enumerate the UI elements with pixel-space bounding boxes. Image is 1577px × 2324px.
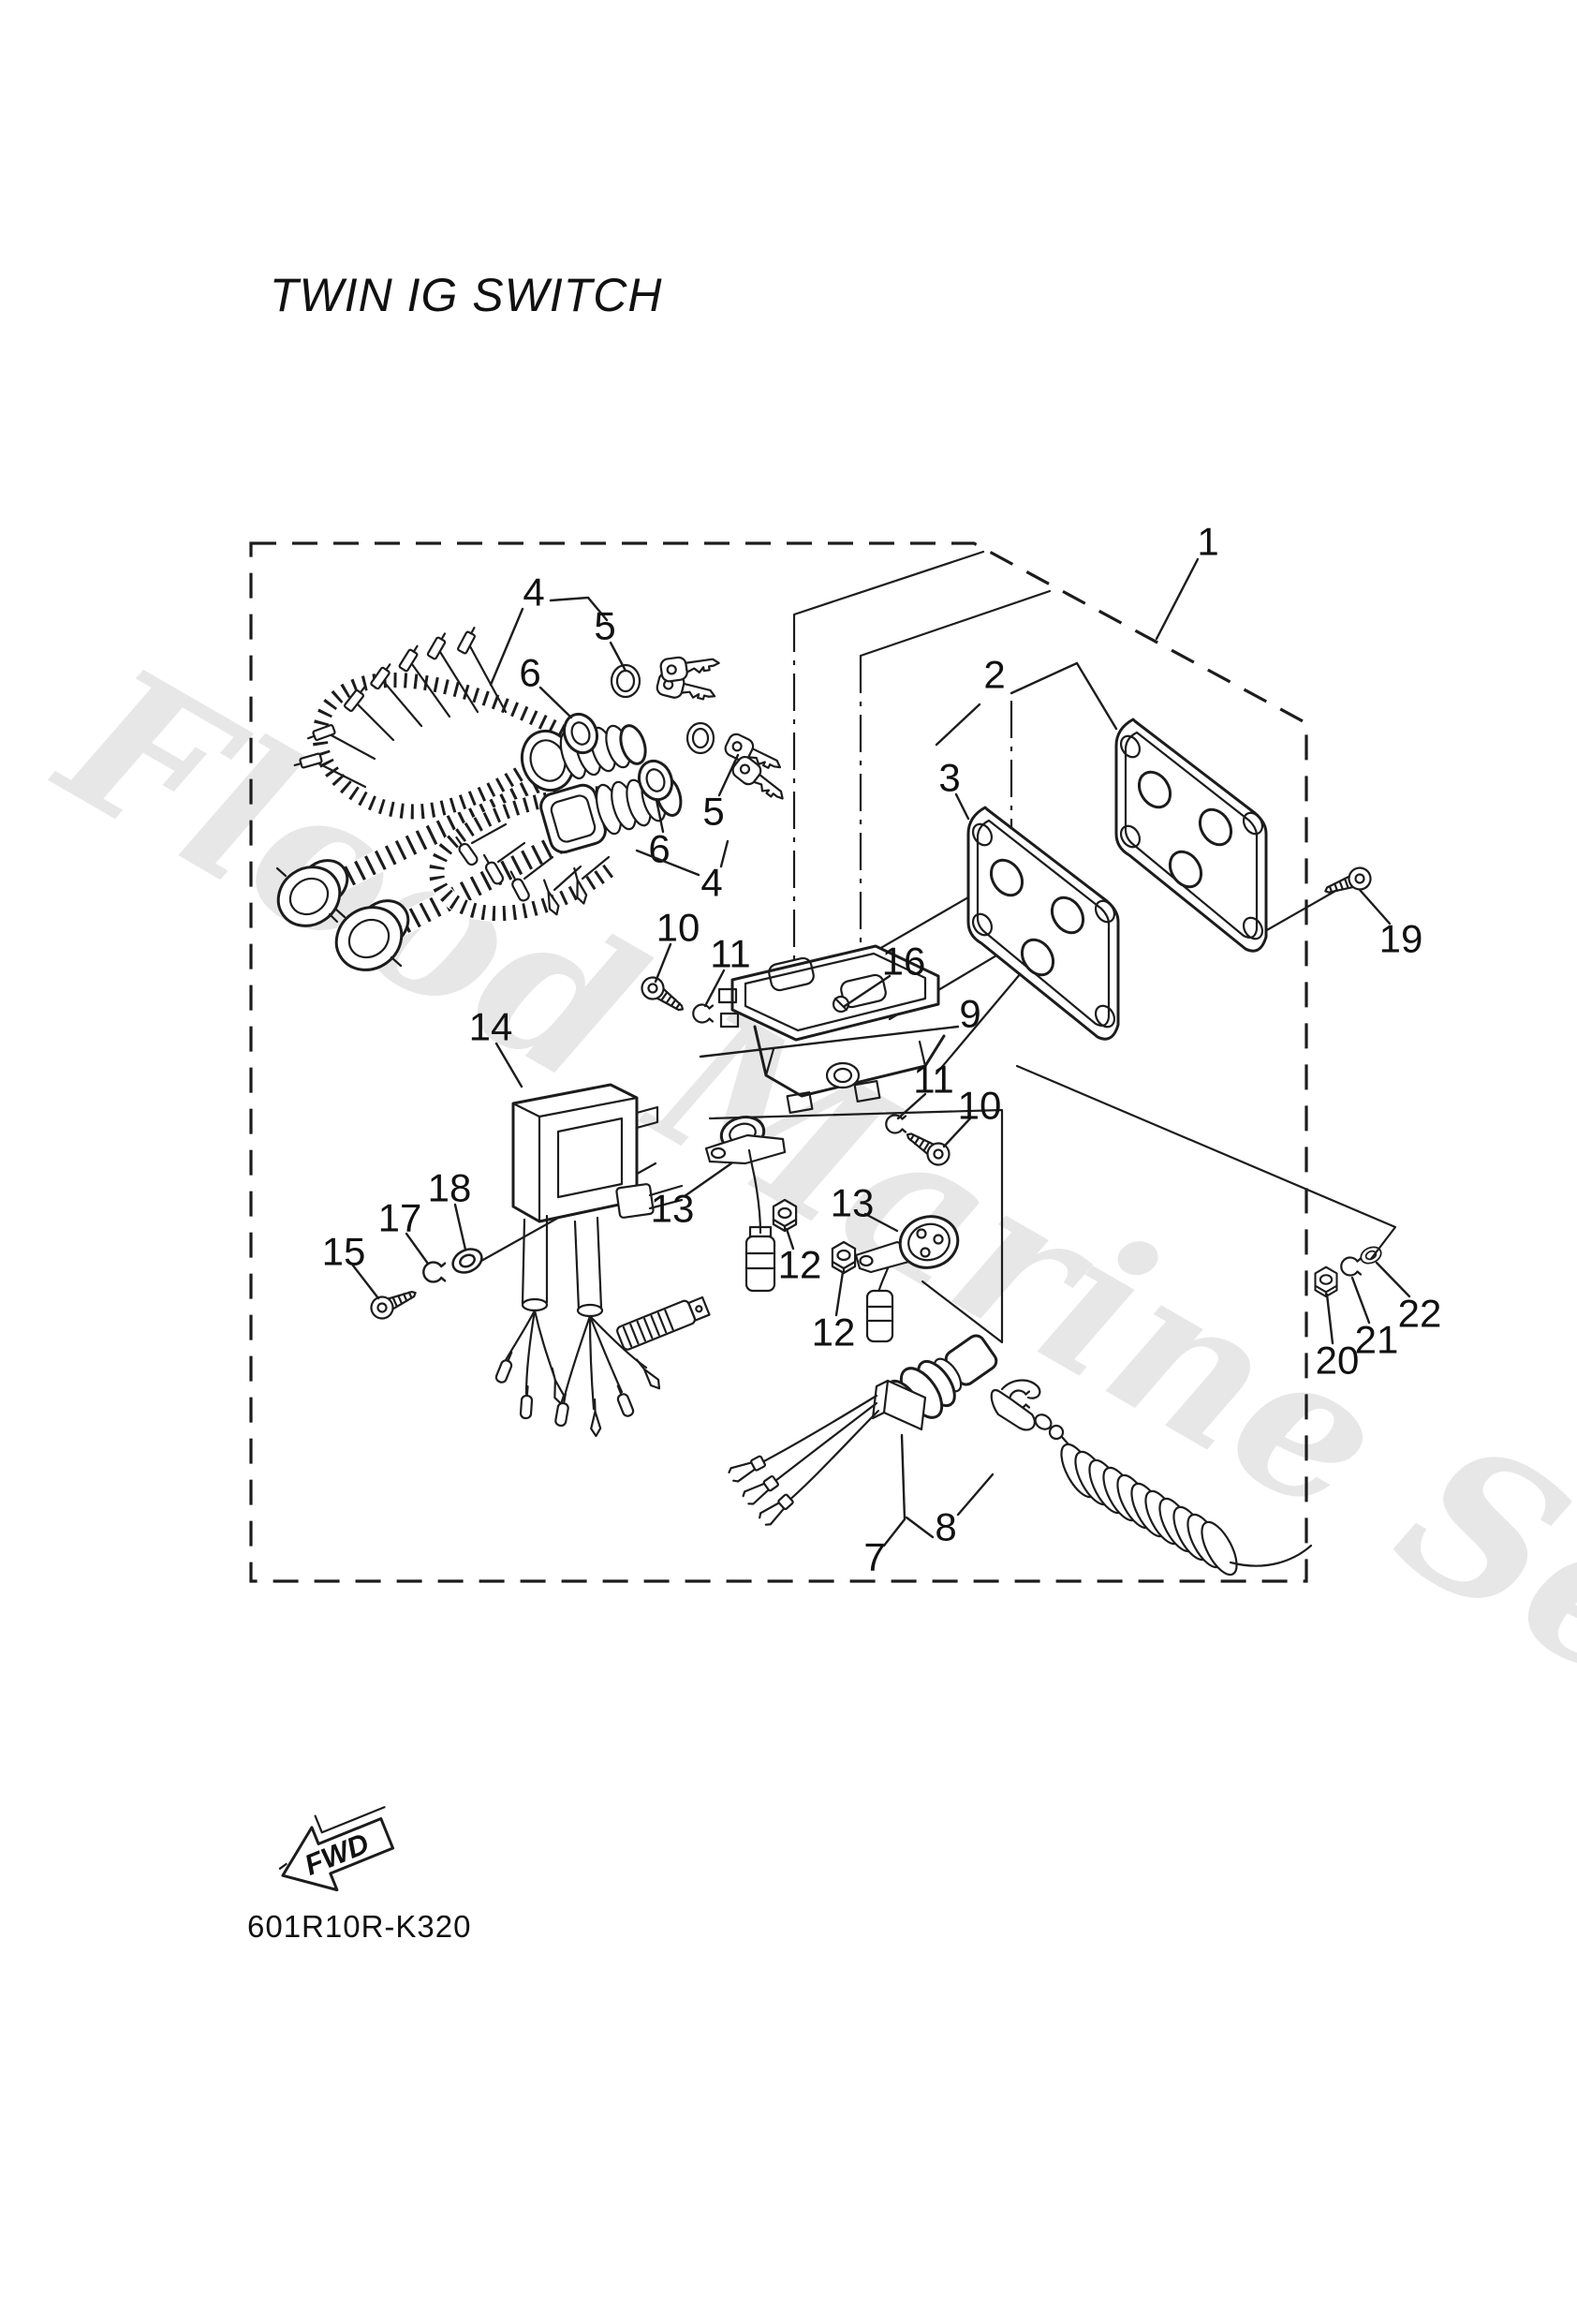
callout-leader-13a <box>683 1162 733 1198</box>
callout-8: 8 <box>935 1505 956 1549</box>
lanyard-8 <box>990 1379 1313 1576</box>
callout-11b: 11 <box>913 1058 954 1102</box>
callout-leader-4a <box>489 607 524 687</box>
cable-clamp-strip <box>616 1295 711 1351</box>
callout-18: 18 <box>428 1166 472 1210</box>
callout-leader-6a <box>538 686 573 719</box>
callout-leader-5b <box>717 753 740 797</box>
nut-12a <box>772 1198 798 1233</box>
callout-leader-2-1 <box>1010 661 1118 731</box>
relay-wire-terminals <box>494 1349 665 1438</box>
callout-leader-12b <box>834 1270 845 1317</box>
callout-leader-6b <box>655 798 665 834</box>
callout-leader-4a-1 <box>549 596 609 622</box>
callout-15: 15 <box>322 1230 366 1274</box>
nut-20 <box>1314 1266 1338 1298</box>
callout-leader-22 <box>1375 1261 1411 1298</box>
callout-22: 22 <box>1398 1292 1442 1336</box>
nut-12b <box>831 1240 857 1275</box>
mounting-plate-2 <box>1114 718 1268 953</box>
washer-6a <box>562 712 599 755</box>
callout-leader-3 <box>954 792 970 821</box>
callout-16: 16 <box>882 940 926 984</box>
callout-5a: 5 <box>594 604 615 648</box>
callout-leader-1 <box>1155 557 1200 641</box>
page-title: TWIN IG SWITCH <box>270 269 663 321</box>
callout-21: 21 <box>1355 1318 1399 1362</box>
callout-9: 9 <box>959 992 980 1036</box>
watermark-text: Flood Marine Services <box>24 620 1577 2052</box>
callout-leader-8 <box>905 1516 935 1539</box>
lanyard-coil <box>1060 1443 1238 1576</box>
callout-leader-5a <box>609 641 627 673</box>
lower-bracket-9 <box>753 1025 946 1115</box>
ering-21 <box>1340 1256 1363 1277</box>
callout-leader-15 <box>351 1264 380 1300</box>
callout-4b: 4 <box>700 861 722 905</box>
callout-6a: 6 <box>519 651 540 695</box>
harness-terminals-lower <box>450 822 611 918</box>
callout-leader-16 <box>843 974 892 1008</box>
callout-leader-4b <box>635 849 700 877</box>
callout-12b: 12 <box>812 1310 856 1354</box>
callout-20: 20 <box>1316 1339 1360 1383</box>
relay-unit-14 <box>494 1083 684 1438</box>
callout-leader-9 <box>699 1025 960 1058</box>
switch-housing-16 <box>717 944 940 1042</box>
harness-terminals-upper <box>315 644 508 789</box>
callout-leader-4b-1 <box>719 839 730 868</box>
stop-switch-13a <box>704 1116 787 1293</box>
callout-17: 17 <box>378 1196 422 1240</box>
callout-2: 2 <box>983 653 1005 697</box>
callout-10b: 10 <box>958 1084 1002 1128</box>
washer-18 <box>448 1243 487 1279</box>
kill-switch-7 <box>726 1334 1031 1529</box>
callout-leader-10b <box>942 1117 972 1148</box>
callout-leader-17 <box>405 1232 430 1266</box>
callout-5b: 5 <box>702 790 724 834</box>
callout-leader-19 <box>1358 888 1392 925</box>
callout-leader-13b <box>863 1212 899 1233</box>
callout-11a: 11 <box>710 932 751 976</box>
ering-17 <box>422 1261 447 1283</box>
fwd-arrow: FWD <box>278 1806 395 1892</box>
dashed-border <box>249 541 1308 1583</box>
callout-6b: 6 <box>648 827 670 871</box>
callout-13b: 13 <box>831 1181 875 1225</box>
callout-4a: 4 <box>523 570 544 614</box>
callout-leader-20 <box>1325 1293 1334 1345</box>
callout-10a: 10 <box>656 906 700 950</box>
key-set-a <box>610 650 722 709</box>
callout-13a: 13 <box>651 1187 695 1231</box>
callout-leader-11a <box>703 969 726 1008</box>
callout-14: 14 <box>469 1005 513 1049</box>
callout-leader-2 <box>935 703 981 747</box>
callout-12a: 12 <box>778 1243 822 1287</box>
callout-leader-8-1 <box>956 1473 995 1517</box>
stop-switch-13b <box>854 1215 960 1343</box>
harness-connector-2 <box>333 899 410 971</box>
callout-7: 7 <box>863 1535 885 1579</box>
callout-leader-11b <box>896 1092 927 1120</box>
gasket-plate-3 <box>966 806 1120 1041</box>
callout-leader-14 <box>494 1042 523 1088</box>
callout-leader-10a <box>654 942 672 984</box>
washer-6b <box>637 759 674 802</box>
callout-19: 19 <box>1379 917 1423 961</box>
key-set-b <box>685 721 791 809</box>
callout-3: 3 <box>938 756 960 800</box>
harness-connector-1 <box>275 859 349 927</box>
callout-leader-18 <box>453 1203 467 1251</box>
callout-1: 1 <box>1197 520 1218 564</box>
part-code: 601R10R-K320 <box>247 1909 472 1944</box>
screw-15 <box>366 1281 421 1324</box>
callout-leader-7 <box>882 1433 906 1547</box>
callout-leader-21 <box>1350 1276 1371 1325</box>
callout-leader-12a <box>785 1227 795 1251</box>
